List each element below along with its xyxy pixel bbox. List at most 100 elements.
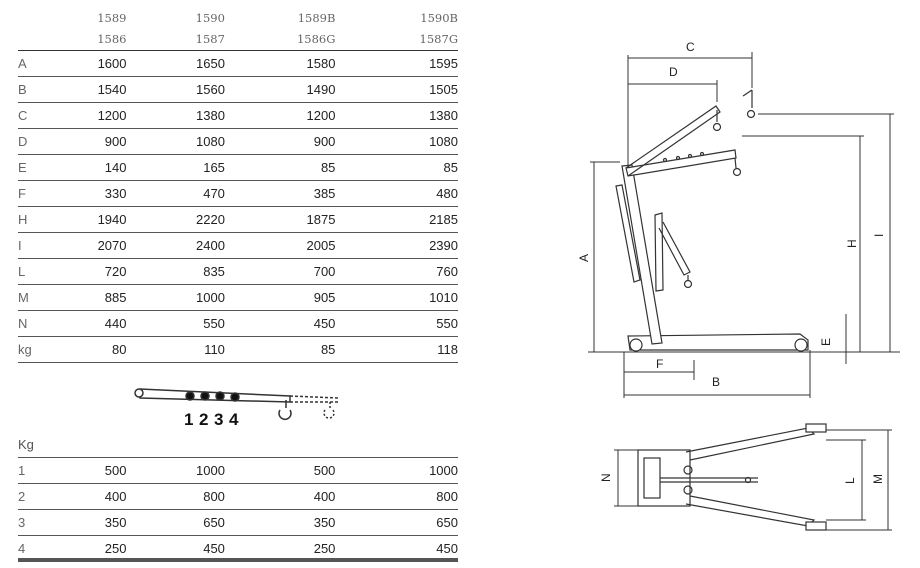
dimension-value: 1875 (224, 206, 336, 233)
load-value: 250 (224, 535, 336, 562)
dimension-value: 1080 (126, 128, 225, 155)
load-value: 1000 (335, 457, 458, 484)
load-value: 650 (126, 509, 225, 536)
load-value: 400 (56, 483, 127, 510)
row-label: M (18, 284, 57, 311)
top-view-dimension-lines (614, 429, 892, 531)
load-value: 650 (335, 509, 458, 536)
boom-positions-diagram (134, 388, 339, 420)
dim-label-h: H (845, 239, 859, 248)
dimension-value: 700 (224, 258, 336, 285)
dimension-value: 885 (56, 284, 127, 311)
dimension-value: 1600 (56, 50, 127, 77)
dimension-value: 2005 (224, 232, 336, 259)
dimension-value: 2400 (126, 232, 225, 259)
dimension-value: 1540 (56, 76, 127, 103)
dimension-value: 905 (224, 284, 336, 311)
row-label: kg (18, 336, 57, 363)
dimension-value: 440 (56, 310, 127, 337)
bottom-divider (18, 558, 458, 562)
dimension-value: 1595 (335, 50, 458, 77)
dimension-value: 1505 (335, 76, 458, 103)
dim-label-e: E (819, 338, 833, 346)
row-label: I (18, 232, 57, 259)
dimension-value: 470 (126, 180, 225, 207)
row-label: E (18, 154, 57, 181)
model-header-row: 1589 1590 1589B 1590B (18, 8, 458, 28)
load-value: 350 (56, 509, 127, 536)
position-label-4: 4 (229, 410, 239, 429)
row-label: H (18, 206, 57, 233)
position-label-2: 2 (199, 410, 208, 429)
dimension-value: 1380 (126, 102, 225, 129)
position-label-1: 1 (184, 410, 193, 429)
position-number: 3 (18, 509, 57, 536)
load-unit-label: Kg (18, 432, 57, 458)
dim-label-i: I (872, 234, 886, 237)
dimension-value: 1560 (126, 76, 225, 103)
dimension-value: 900 (224, 128, 336, 155)
dimension-value: 835 (126, 258, 225, 285)
dimension-value: 900 (56, 128, 127, 155)
dim-label-d: D (669, 65, 678, 79)
dim-label-m: M (871, 474, 885, 484)
dimension-value: 550 (126, 310, 225, 337)
row-label: D (18, 128, 57, 155)
row-label: B (18, 76, 57, 103)
model-1589: 1589 (97, 11, 127, 25)
model-1587: 1587 (126, 28, 225, 51)
dimension-value: 85 (224, 154, 336, 181)
dimension-value: 110 (126, 336, 225, 363)
dimension-value: 760 (335, 258, 458, 285)
dimension-value: 2390 (335, 232, 458, 259)
dimension-value: 118 (335, 336, 458, 363)
load-value: 400 (224, 483, 336, 510)
dim-label-b: B (712, 375, 720, 389)
dimension-value: 1200 (56, 102, 127, 129)
dimension-value: 140 (56, 154, 127, 181)
dimension-value: 2070 (56, 232, 127, 259)
model-1589b: 1589B (297, 11, 336, 25)
dimension-value: 1580 (224, 50, 336, 77)
dimension-value: 1000 (126, 284, 225, 311)
position-number: 2 (18, 483, 57, 510)
dimension-value: 1010 (335, 284, 458, 311)
model-1586g: 1586G (224, 28, 336, 51)
crane-top-view (637, 423, 827, 531)
load-value: 800 (126, 483, 225, 510)
dimension-value: 1200 (224, 102, 336, 129)
position-label-3: 3 (214, 410, 223, 429)
dim-label-n: N (599, 473, 613, 482)
dimension-value: 385 (224, 180, 336, 207)
dimension-value: 80 (56, 336, 127, 363)
row-label: F (18, 180, 57, 207)
dimension-value: 165 (126, 154, 225, 181)
model-1590b: 1590B (420, 11, 458, 25)
crane-side-view (615, 89, 809, 352)
dimension-value: 1080 (335, 128, 458, 155)
dim-label-l: L (843, 477, 857, 484)
load-value: 800 (335, 483, 458, 510)
dimension-value: 85 (335, 154, 458, 181)
dimension-value: 2185 (335, 206, 458, 233)
position-number: 1 (18, 457, 57, 484)
model-1590: 1590 (195, 11, 225, 25)
model-1587g: 1587G (335, 28, 458, 51)
